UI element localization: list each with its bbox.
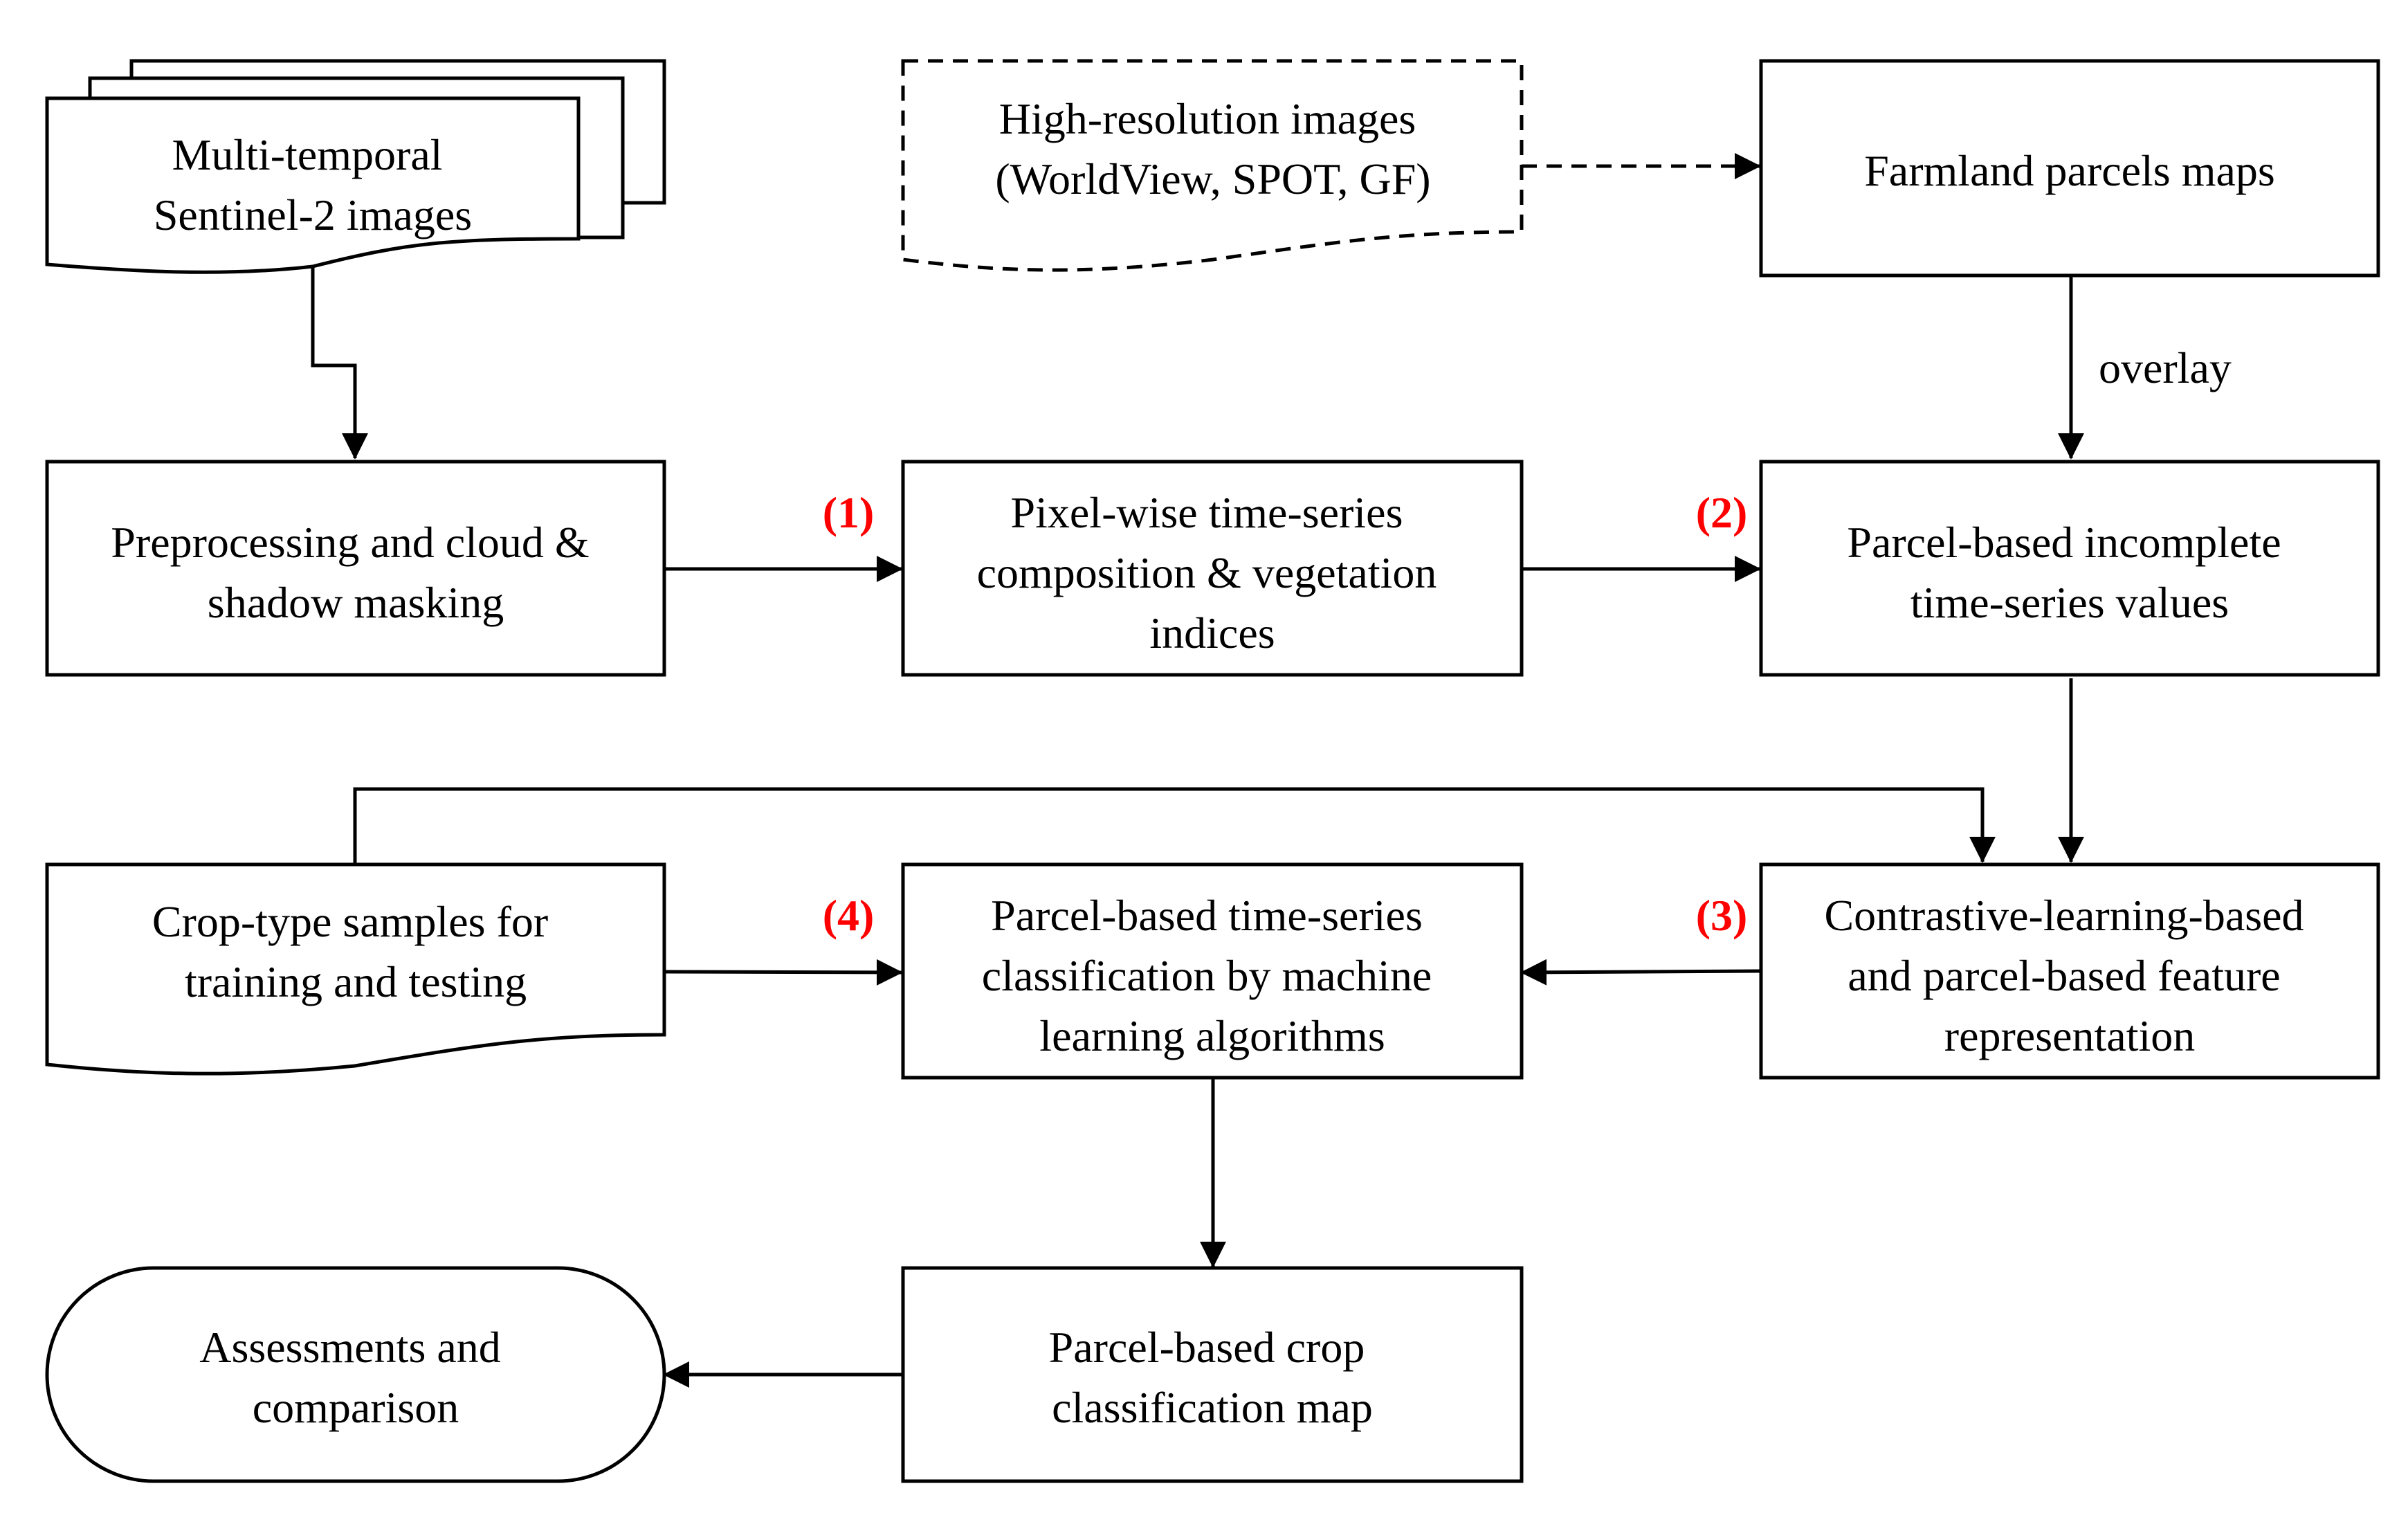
node-parcel-classification: Parcel-based time-series classification … (901, 862, 1524, 1080)
contrastive-box (1759, 862, 2380, 1080)
parcel-classification-line-2: classification by machine (982, 951, 1432, 1000)
node-pixel-wise: Pixel-wise time-series composition & veg… (901, 460, 1524, 677)
farmland-parcels-line-1: Farmland parcels maps (1864, 146, 2275, 195)
step-label-3: (3) (1696, 891, 1748, 940)
assessments-line-2: comparison (253, 1383, 459, 1432)
contrastive-line-1: Contrastive-learning-based (1824, 891, 2304, 940)
crop-samples-document-shape (45, 862, 666, 1076)
parcel-classification-line-1: Parcel-based time-series (991, 891, 1423, 940)
sentinel-images-line-1: Multi-temporal (172, 130, 442, 179)
step-label-2: (2) (1696, 488, 1748, 537)
high-res-images-label: High-resolution images (WorldView, SPOT,… (995, 94, 1430, 203)
contrastive-label: Contrastive-learning-based and parcel-ba… (1824, 891, 2315, 1060)
step-label-4: (4) (823, 891, 875, 940)
edge-crop-samples-to-contrastive (353, 787, 1996, 863)
parcel-incomplete-box (1759, 460, 2380, 677)
node-contrastive: Contrastive-learning-based and parcel-ba… (1759, 862, 2380, 1080)
edge-sentinel-to-preprocessing (311, 266, 368, 460)
parcel-classification-box (901, 862, 1524, 1080)
crop-map-line-2: classification map (1052, 1383, 1373, 1432)
pixel-wise-line-1: Pixel-wise time-series (1011, 488, 1403, 537)
preprocessing-line-1: Preprocessing and cloud & (111, 518, 589, 567)
farmland-parcels-box (1759, 59, 2380, 278)
node-parcel-incomplete: Parcel-based incomplete time-series valu… (1759, 460, 2380, 677)
sentinel-images-line-2: Sentinel-2 images (154, 190, 472, 239)
parcel-incomplete-line-2: time-series values (1910, 578, 2229, 627)
pixel-wise-line-2: composition & vegetation (977, 548, 1437, 597)
parcel-classification-line-3: learning algorithms (1039, 1011, 1385, 1060)
preprocessing-box (45, 460, 666, 677)
step-label-1: (1) (823, 488, 875, 537)
sentinel-images-label: Multi-temporal Sentinel-2 images (154, 130, 472, 239)
parcel-classification-label: Parcel-based time-series classification … (982, 891, 1443, 1060)
pixel-wise-line-3: indices (1149, 608, 1275, 658)
node-farmland-parcels: Farmland parcels maps (1759, 59, 2380, 278)
node-sentinel-images: Multi-temporal Sentinel-2 images (45, 59, 666, 274)
document-stack-front (45, 96, 581, 274)
crop-samples-label: Crop-type samples for training and testi… (152, 897, 559, 1006)
assessments-line-1: Assessments and (199, 1323, 501, 1372)
node-preprocessing: Preprocessing and cloud & shadow masking (45, 460, 666, 677)
node-assessments: Assessments and comparison (45, 1266, 666, 1483)
parcel-incomplete-line-1: Parcel-based incomplete (1847, 518, 2281, 567)
assessments-terminator (45, 1266, 666, 1483)
overlay-label: overlay (2099, 343, 2232, 392)
assessments-label: Assessments and comparison (199, 1323, 512, 1432)
high-res-images-line-1: High-resolution images (999, 94, 1416, 143)
parcel-incomplete-label: Parcel-based incomplete time-series valu… (1847, 518, 2292, 627)
edges (311, 153, 2084, 1388)
high-res-document-shape (901, 59, 1524, 272)
crop-map-line-1: Parcel-based crop (1049, 1323, 1365, 1372)
farmland-parcels-label: Farmland parcels maps (1864, 146, 2275, 195)
pixel-wise-box (901, 460, 1524, 677)
contrastive-line-2: and parcel-based feature (1848, 951, 2280, 1000)
crop-samples-line-2: training and testing (185, 957, 527, 1006)
pixel-wise-label: Pixel-wise time-series composition & veg… (977, 488, 1448, 658)
node-crop-samples: Crop-type samples for training and testi… (45, 862, 666, 1076)
preprocessing-label: Preprocessing and cloud & shadow masking (111, 518, 600, 627)
edge-contrastive-to-classification (1520, 959, 1760, 986)
contrastive-line-3: representation (1944, 1011, 2196, 1060)
high-res-images-line-2: (WorldView, SPOT, GF) (995, 154, 1430, 203)
crop-samples-line-1: Crop-type samples for (152, 897, 548, 946)
crop-map-label: Parcel-based crop classification map (1049, 1323, 1376, 1432)
node-crop-map: Parcel-based crop classification map (901, 1266, 1524, 1483)
preprocessing-line-2: shadow masking (208, 578, 504, 627)
crop-map-box (901, 1266, 1524, 1483)
node-high-res-images: High-resolution images (WorldView, SPOT,… (901, 59, 1524, 272)
